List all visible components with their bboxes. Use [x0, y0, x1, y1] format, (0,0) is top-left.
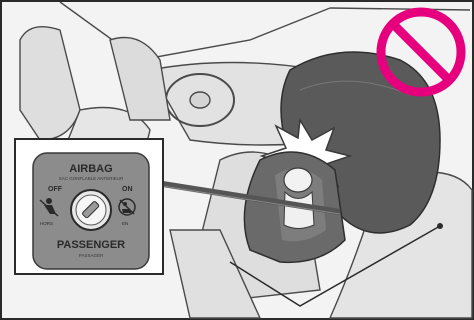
off-label: OFF	[48, 186, 63, 193]
airbag-switch-callout: AIRBAG SAC GONFLABLE ANTERIEUR OFF ON HO…	[15, 139, 163, 274]
off-sub-label: HORS	[40, 221, 53, 226]
switch-location-marker	[437, 223, 443, 229]
key-switch-knob	[71, 190, 111, 230]
on-sub-label: EN	[122, 221, 128, 226]
switch-title-sub: SAC GONFLABLE ANTERIEUR	[59, 176, 124, 181]
switch-title: AIRBAG	[69, 163, 112, 175]
passenger-label: PASSENGER	[57, 239, 125, 251]
passenger-sub-label: PASSAGER	[79, 253, 104, 258]
on-label: ON	[122, 186, 133, 193]
